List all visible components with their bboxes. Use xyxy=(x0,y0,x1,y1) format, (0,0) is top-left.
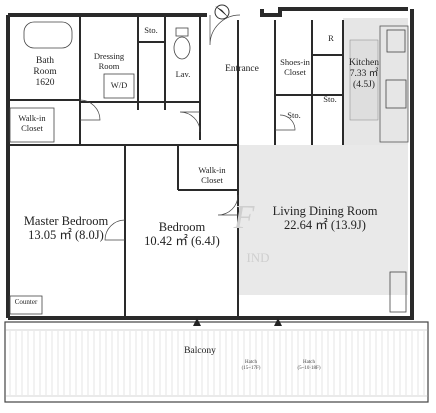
balcony-railing xyxy=(6,329,428,397)
storage-top-label: Sto. xyxy=(144,25,158,35)
balcony-railing-ticks xyxy=(9,331,425,395)
kitchen-counter xyxy=(379,25,409,143)
balcony-floor xyxy=(4,321,429,403)
door-swings xyxy=(79,14,296,241)
lavatory-label: Lav. xyxy=(175,69,191,79)
living-floor xyxy=(238,145,408,295)
washer-dryer-label: W/D xyxy=(110,80,128,90)
watermark-text: IND xyxy=(246,250,269,265)
refrigerator-label: R xyxy=(328,33,334,43)
watermark-letter: F xyxy=(233,199,256,236)
balcony-label: Balcony xyxy=(184,346,216,356)
counter-label: Counter xyxy=(14,298,38,306)
balcony-marker-icon xyxy=(274,318,282,326)
storage-kitchen-label: Sto. xyxy=(323,94,337,104)
kitchen-island xyxy=(349,39,379,121)
hatch-1-label: Hatch(15~17F) xyxy=(241,360,261,371)
north-arrow-icon xyxy=(214,4,230,20)
hatch-2-label: Hatch(5~10·18F) xyxy=(297,360,321,371)
outer-walls xyxy=(6,7,414,320)
fixtures xyxy=(9,21,407,315)
storage-hall-label: Sto. xyxy=(287,110,301,120)
balcony-marker-icon xyxy=(193,318,201,326)
interior-walls xyxy=(8,15,344,318)
entrance-label: Entrance xyxy=(225,64,259,74)
